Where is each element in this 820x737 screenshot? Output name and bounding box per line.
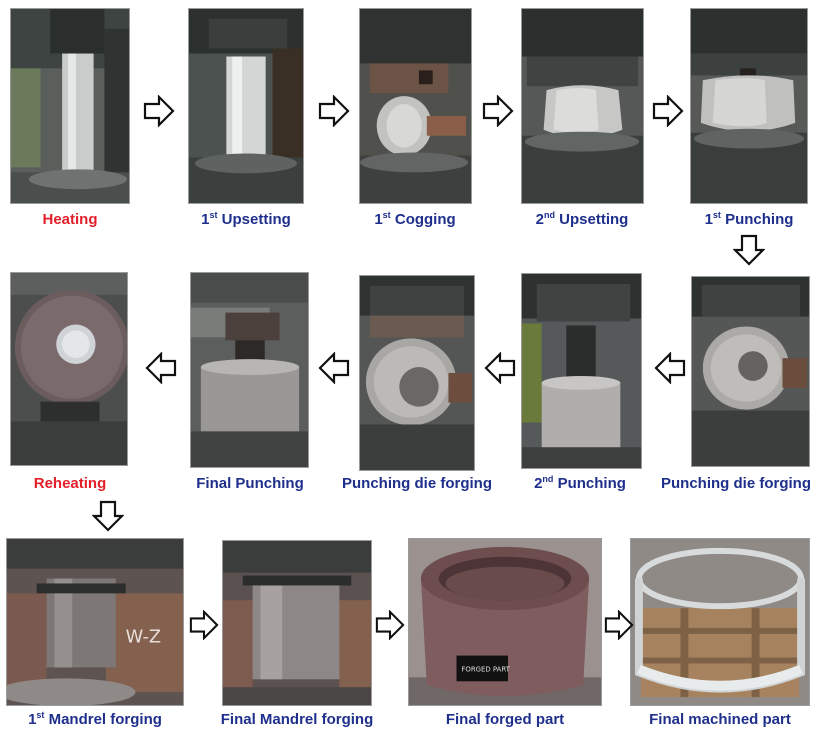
caption-sup: st: [36, 710, 45, 720]
caption-sup: st: [209, 210, 218, 220]
arrow-right-icon: [143, 95, 175, 127]
photo-punching-1: [690, 8, 808, 204]
caption-reheating: Reheating: [0, 475, 140, 493]
photo-final-mandrel-forging: [222, 540, 372, 706]
caption-suffix: Upsetting: [555, 211, 629, 228]
caption-final-machined-part: Final machined part: [628, 711, 812, 729]
caption-sup: st: [382, 210, 391, 220]
arrow-right-icon: [482, 95, 514, 127]
arrow-left-icon: [145, 352, 177, 384]
caption-final-punching: Final Punching: [175, 475, 325, 493]
caption-text: 1: [704, 211, 713, 228]
caption-text: 2: [534, 475, 543, 492]
caption-text: 1: [28, 711, 37, 728]
caption-suffix: Punching: [720, 211, 794, 228]
arrow-right-icon: [604, 610, 634, 640]
caption-punching-die-forging-1: Punching die forging: [332, 475, 502, 493]
part-tag: [456, 655, 508, 682]
caption-sup: nd: [542, 474, 554, 484]
caption-upsetting-2: 2nd Upsetting: [512, 211, 652, 229]
caption-punching-die-forging-2: Punching die forging: [654, 475, 818, 493]
caption-sup: st: [712, 210, 721, 220]
arrow-right-icon: [189, 610, 219, 640]
caption-suffix: Cogging: [390, 211, 456, 228]
caption-text: 1: [201, 211, 210, 228]
photo-final-forged-part: FORGED PART: [408, 538, 602, 706]
caption-text: 1: [374, 211, 383, 228]
photo-final-punching: [190, 272, 309, 468]
caption-text: Final forged part: [445, 711, 565, 728]
caption-final-mandrel-forging: Final Mandrel forging: [207, 711, 387, 729]
caption-suffix: Upsetting: [217, 211, 291, 228]
photo-heating: [10, 8, 130, 204]
caption-text: 2: [535, 211, 544, 228]
part-tag-text: FORGED PART: [461, 665, 510, 673]
arrow-right-icon: [652, 95, 684, 127]
photo-upsetting-2: [521, 8, 644, 204]
photo-upsetting-1: [188, 8, 304, 204]
photo-mandrel-forging-1: W-Z: [6, 538, 184, 706]
caption-cogging-1: 1st Cogging: [345, 211, 485, 229]
photo-cogging-1: [359, 8, 472, 204]
caption-heating: Heating: [10, 211, 130, 229]
photo-reheating: [10, 272, 128, 466]
arrow-down-icon: [733, 234, 765, 266]
photo-punching-die-forging-2: [691, 276, 810, 467]
caption-text: Final Mandrel forging: [220, 711, 374, 728]
caption-text: Punching die forging: [661, 475, 811, 492]
caption-text: Final machined part: [649, 711, 791, 728]
caption-text: Reheating: [33, 475, 107, 492]
caption-sup: nd: [544, 210, 555, 220]
arrow-left-icon: [484, 352, 516, 384]
photo-punching-2: [521, 273, 642, 469]
caption-upsetting-1: 1st Upsetting: [176, 211, 316, 229]
caption-mandrel-forging-1: 1st Mandrel forging: [6, 711, 184, 729]
arrow-down-icon: [92, 500, 124, 532]
caption-suffix: Mandrel forging: [44, 711, 162, 728]
caption-text: Heating: [42, 211, 98, 228]
arrow-left-icon: [654, 352, 686, 384]
arrow-right-icon: [318, 95, 350, 127]
svg-text:W-Z: W-Z: [126, 627, 161, 648]
arrow-left-icon: [318, 352, 350, 384]
caption-text: Punching die forging: [342, 475, 492, 492]
caption-punching-1: 1st Punching: [679, 211, 819, 229]
caption-text: Final Punching: [196, 475, 304, 492]
arrow-right-icon: [375, 610, 405, 640]
caption-suffix: Punching: [553, 475, 626, 492]
caption-final-forged-part: Final forged part: [408, 711, 602, 729]
caption-punching-2: 2nd Punching: [510, 475, 650, 493]
photo-punching-die-forging-1: [359, 275, 475, 471]
photo-final-machined-part: [630, 538, 810, 706]
